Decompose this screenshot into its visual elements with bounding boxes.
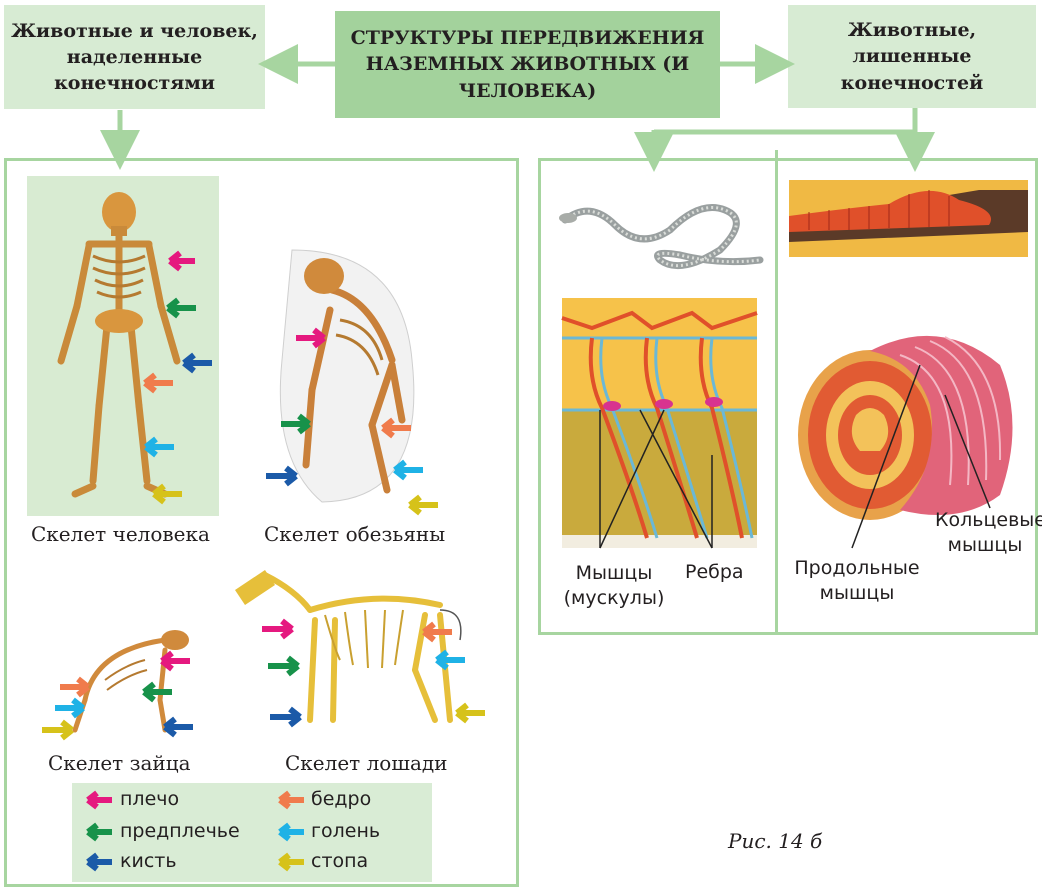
label-circular-muscles: Кольцевые мышцы bbox=[935, 508, 1035, 557]
figure-caption: Рис. 14 б bbox=[728, 829, 822, 853]
label-longitudinal-text: Продольные мышцы bbox=[794, 557, 919, 604]
label-longitudinal-muscles: Продольные мышцы bbox=[783, 556, 931, 605]
label-circular-text: Кольцевые мышцы bbox=[935, 509, 1042, 556]
